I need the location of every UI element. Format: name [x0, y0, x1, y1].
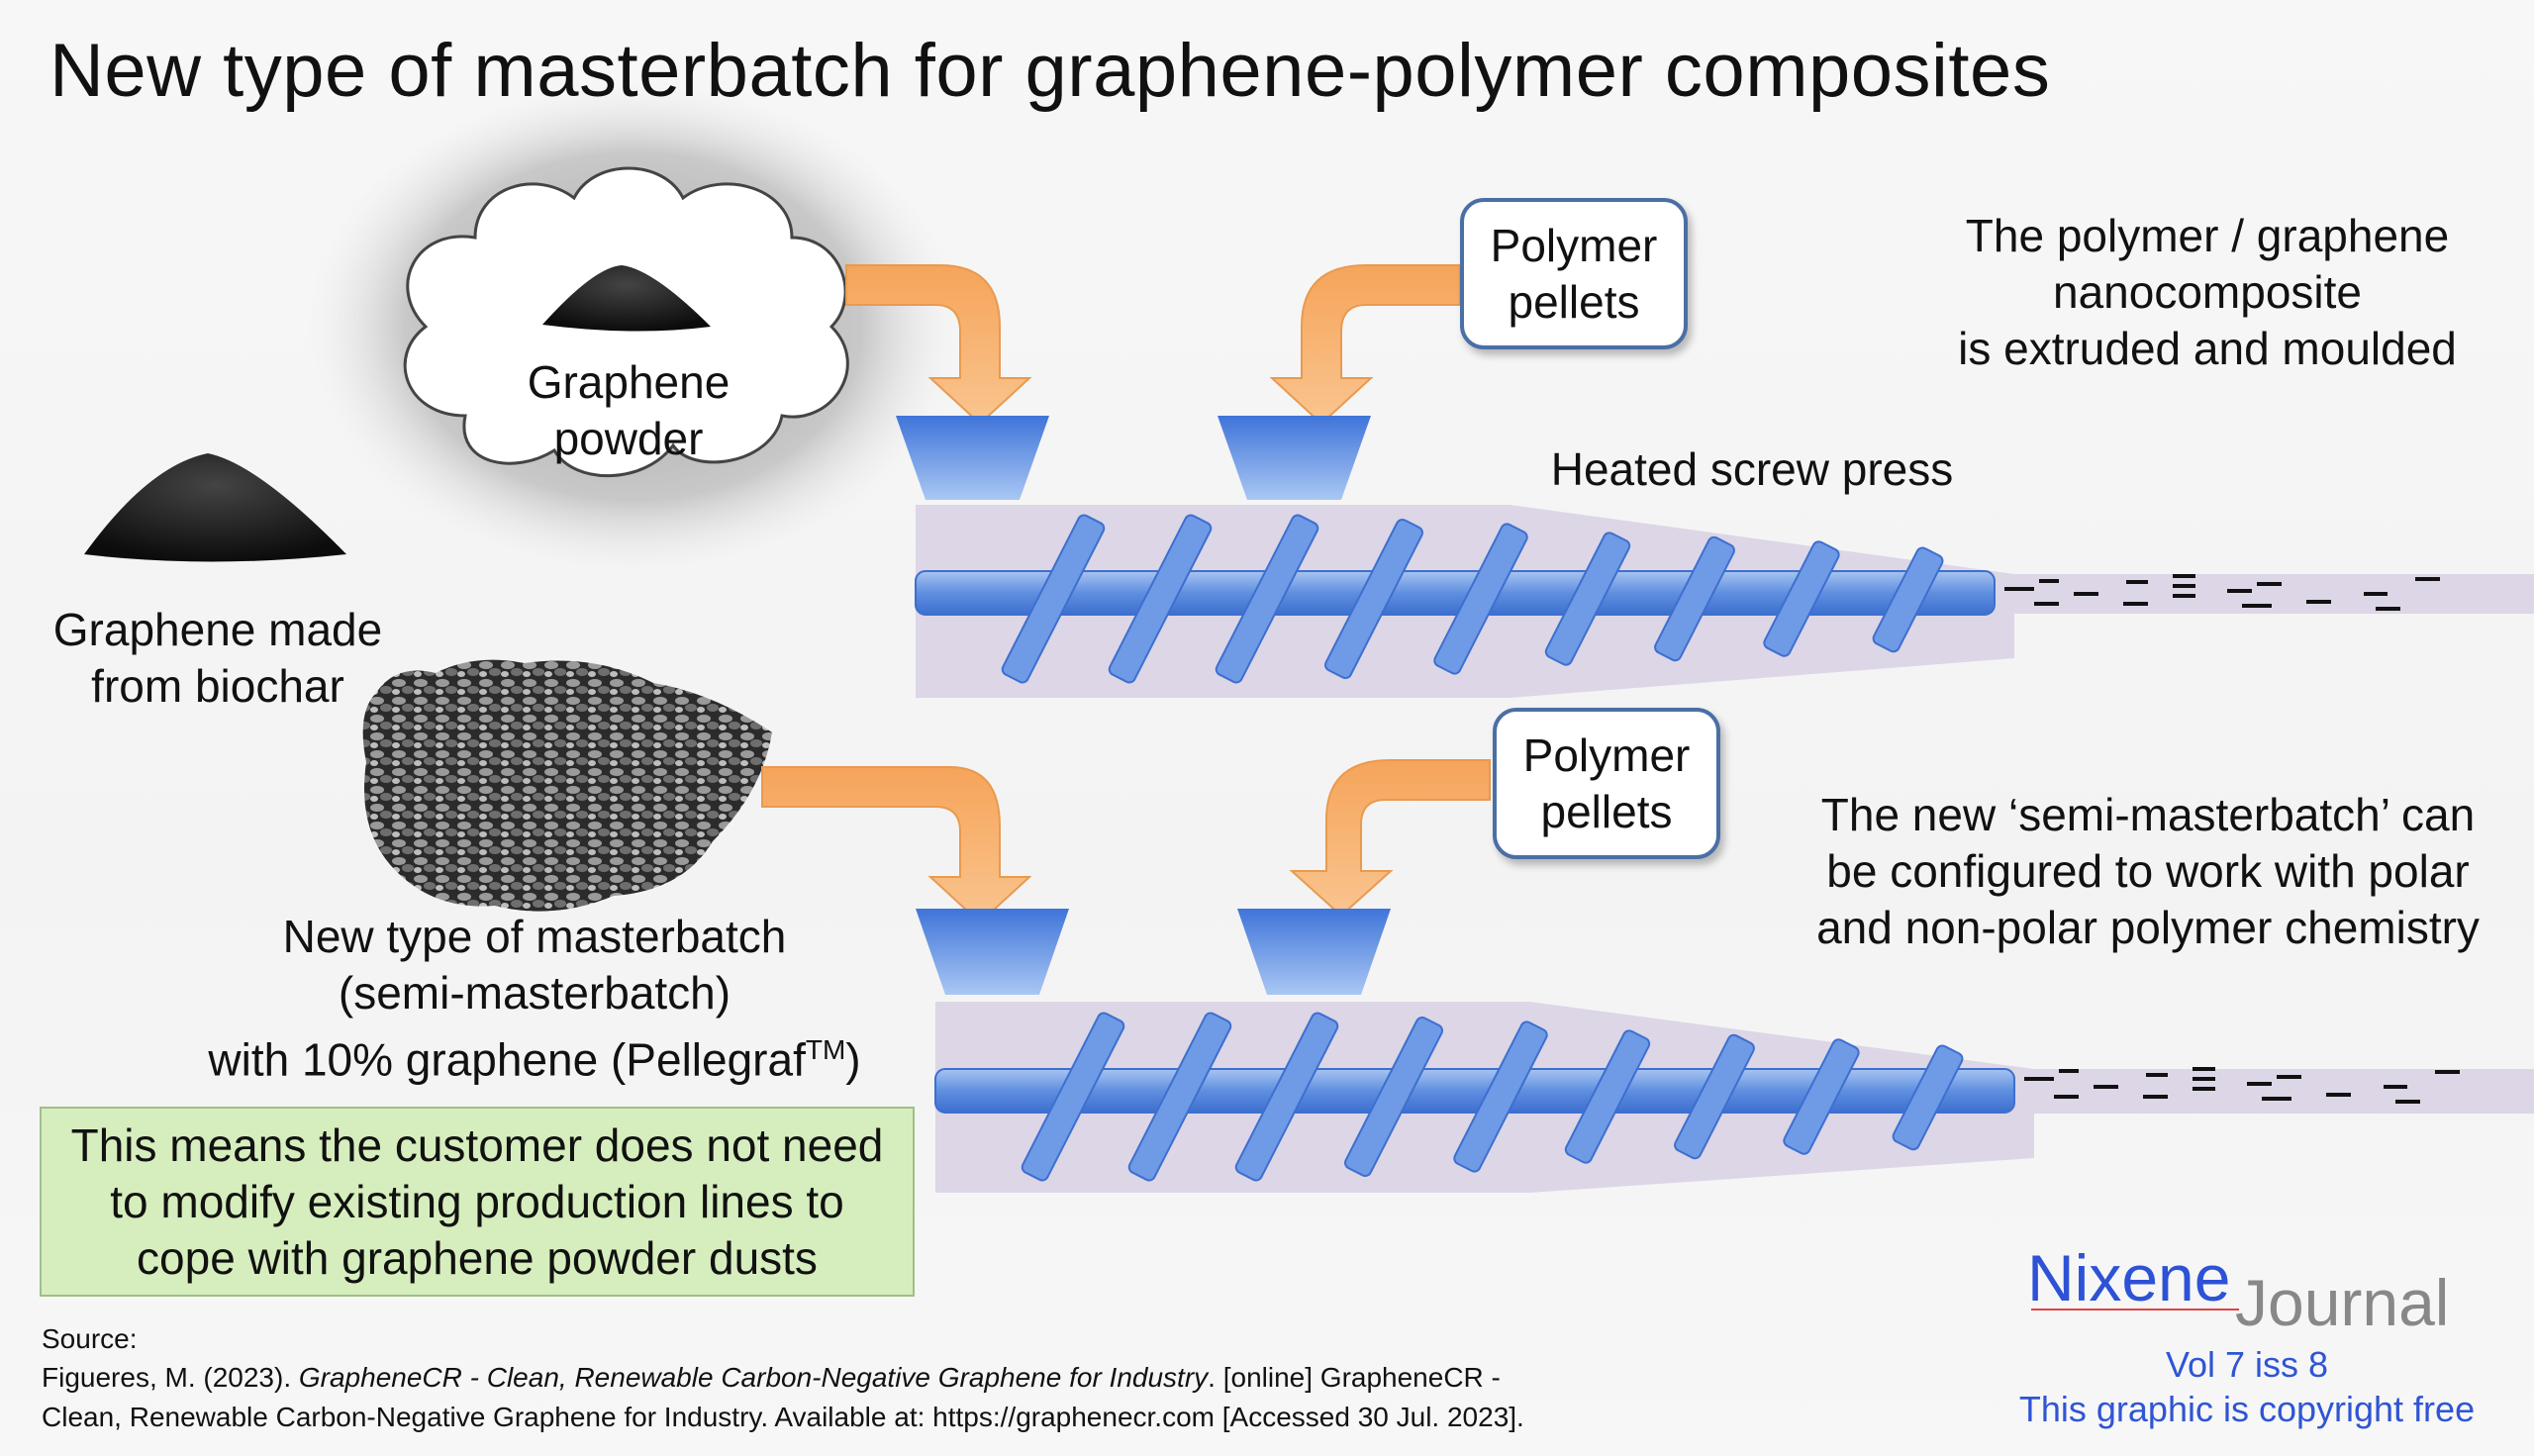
screw-shaft-top: [915, 570, 1996, 616]
hopper-graphene-top: [896, 416, 1049, 500]
biochar-graphene-pile: [84, 453, 346, 562]
copyright-note: This graphic is copyright free: [2018, 1389, 2476, 1429]
hopper-polymer-bottom: [1237, 909, 1391, 995]
arrow-pellets-to-hopper-top: [1269, 264, 1461, 426]
masterbatch-label: New type of masterbatch(semi-masterbatch…: [208, 911, 861, 1086]
nixene-logo: Nixene: [2027, 1241, 2231, 1314]
journal-logo: Journal: [2235, 1266, 2450, 1339]
arrow-masterbatch-to-hopper: [761, 766, 1032, 924]
source-citation: Figueres, M. (2023). GrapheneCR - Clean,…: [42, 1362, 1524, 1432]
screw-flights-bottom: [1021, 1012, 1964, 1182]
arrow-pellets-to-hopper-bottom: [1289, 759, 1491, 918]
volume-issue: Vol 7 iss 8: [2165, 1344, 2329, 1385]
screw-press-label: Heated screw press: [1550, 443, 1954, 495]
hopper-masterbatch-bottom: [916, 909, 1069, 995]
page-title: New type of masterbatch for graphene-pol…: [49, 29, 2051, 113]
source-heading: Source:: [42, 1323, 138, 1354]
screw-flights-top: [1001, 514, 1944, 684]
arrow-graphene-to-hopper: [845, 264, 1032, 426]
screw-shaft-bottom: [934, 1068, 2015, 1114]
graphene-powder-pile: [542, 265, 711, 332]
extrudate-flakes-top: [2004, 574, 2440, 611]
trademark-superscript: TM: [805, 1034, 846, 1065]
masterbatch-pellets-heap: [362, 659, 772, 912]
extrudate-flakes-bottom: [2024, 1067, 2460, 1104]
hopper-polymer-top: [1218, 416, 1371, 500]
